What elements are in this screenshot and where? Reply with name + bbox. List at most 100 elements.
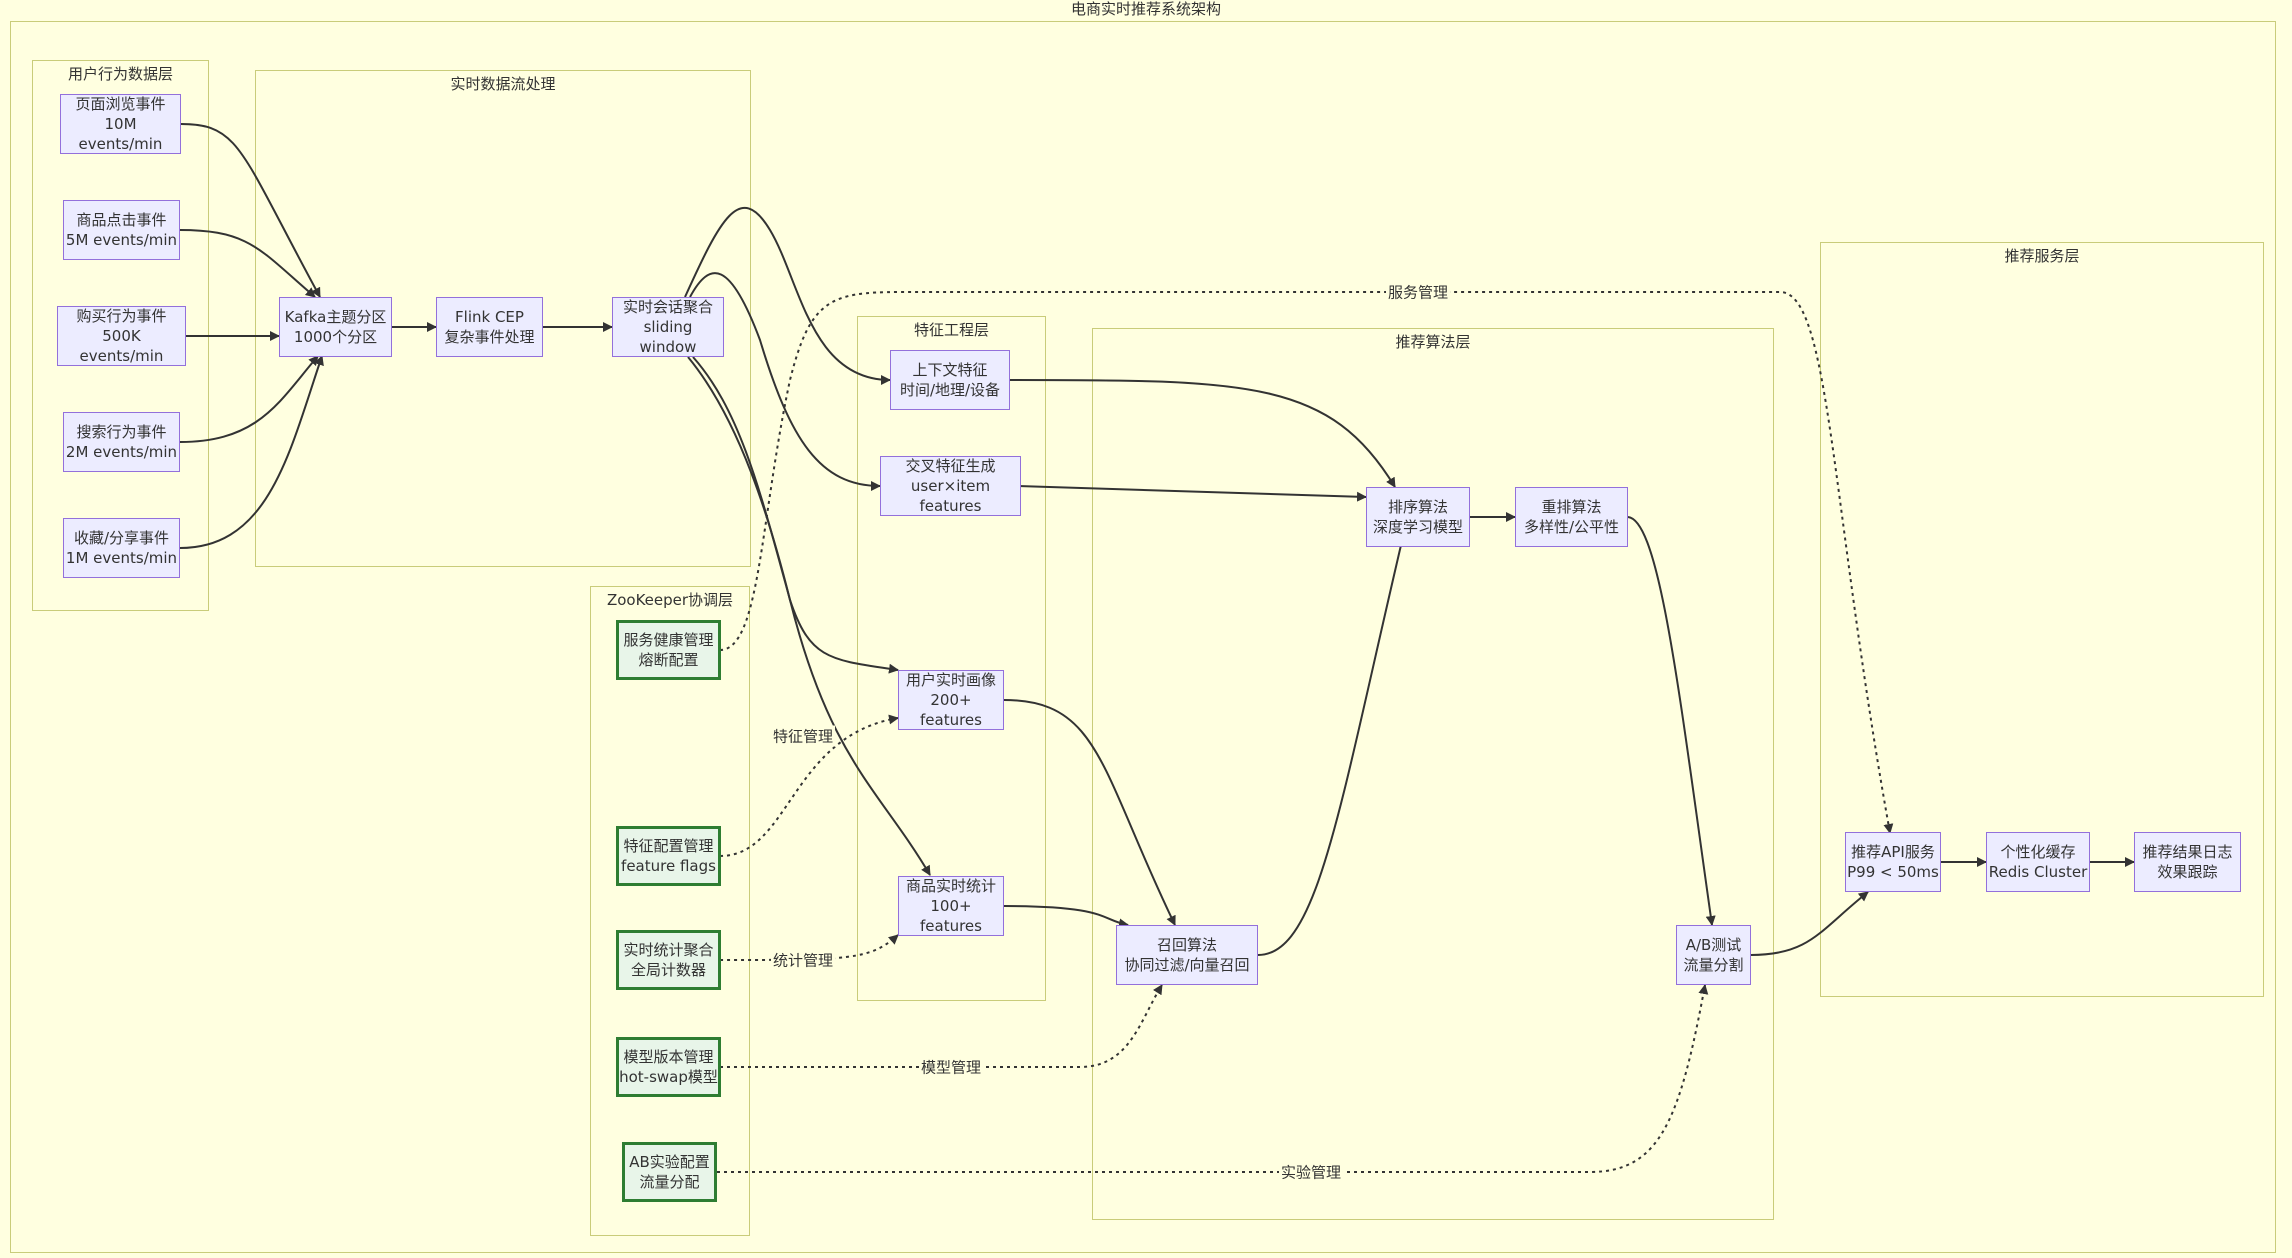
node-line: 5M events/min xyxy=(65,231,178,249)
node-line: P99 < 50ms xyxy=(1847,863,1939,881)
node-item-stats: 商品实时统计 100+ features xyxy=(898,876,1004,936)
edge-label-experiment: 实验管理 xyxy=(1278,1161,1344,1183)
node-zk-health: 服务健康管理熔断配置 xyxy=(616,620,721,680)
edge-browse-kafka xyxy=(180,123,321,298)
node-line: Kafka主题分区 xyxy=(284,308,387,326)
edge-stat-itemstat xyxy=(719,934,899,961)
cluster-label: 实时数据流处理 xyxy=(450,75,556,93)
node-zk-feature-config: 特征配置管理 feature flags xyxy=(616,826,721,886)
node-line: 实时会话聚合 xyxy=(622,298,713,316)
node-rec-api: 推荐API服务 P99 < 50ms xyxy=(1845,832,1941,892)
node-line: 购买行为事件 xyxy=(76,307,167,325)
edge-click-kafka xyxy=(179,229,316,298)
node-line: 500K events/min xyxy=(79,327,164,365)
node-line: 服务健康管理 xyxy=(623,631,714,649)
edge-ab-api xyxy=(1750,891,1869,956)
edge-ab-abtest xyxy=(717,984,1709,1173)
node-line: sliding window xyxy=(639,318,697,356)
cluster-label: ZooKeeper协调层 xyxy=(606,591,734,609)
edge-cross-rank xyxy=(1017,485,1367,502)
node-line: 2M events/min xyxy=(65,443,178,461)
edge-label-model: 模型管理 xyxy=(918,1056,984,1078)
node-line: 交叉特征生成 xyxy=(905,457,996,475)
node-page-browse: 页面浏览事件 10M events/min xyxy=(60,94,181,154)
edge-profile-recall xyxy=(1003,699,1176,926)
edge-session-ctx xyxy=(684,206,891,385)
cluster-label: 特征工程层 xyxy=(913,321,989,339)
node-line: 深度学习模型 xyxy=(1372,518,1463,536)
edge-search-kafka xyxy=(179,355,319,443)
diagram-title: 电商实时推荐系统架构 xyxy=(1070,0,1221,18)
node-line: AB实验配置 xyxy=(629,1153,710,1171)
node-line: 多样性/公平性 xyxy=(1523,518,1620,536)
cluster-service: 推荐服务层 xyxy=(1820,242,2264,997)
node-line: 1M events/min xyxy=(65,549,178,567)
node-line: 1000个分区 xyxy=(293,328,378,346)
node-line: 模型版本管理 xyxy=(623,1048,714,1066)
edge-itemstat-recall xyxy=(1003,905,1129,929)
node-kafka: Kafka主题分区 1000个分区 xyxy=(279,297,392,357)
node-line: 用户实时画像 xyxy=(905,671,996,689)
node-user-profile: 用户实时画像 200+ features xyxy=(898,670,1004,730)
node-line: Redis Cluster xyxy=(1988,863,2088,881)
node-favorite-share: 收藏/分享事件 1M events/min xyxy=(63,518,180,578)
node-reranking: 重排算法多样性/公平性 xyxy=(1515,487,1628,547)
edge-model-recall xyxy=(720,984,1163,1068)
node-line: feature flags xyxy=(621,857,716,875)
edge-ctx-rank xyxy=(1009,379,1396,488)
node-item-click: 商品点击事件 5M events/min xyxy=(63,200,180,260)
node-ab-test: A/B测试流量分割 xyxy=(1676,925,1751,985)
node-line: Flink CEP xyxy=(455,308,524,326)
node-line: 10M events/min xyxy=(78,115,163,153)
node-context-feature: 上下文特征时间/地理/设备 xyxy=(890,350,1010,410)
node-line: 全局计数器 xyxy=(630,961,706,979)
outer-frame xyxy=(10,21,2276,1253)
node-line: 推荐结果日志 xyxy=(2142,843,2233,861)
cluster-zookeeper: ZooKeeper协调层 xyxy=(590,586,750,1236)
node-line: 商品点击事件 xyxy=(76,211,167,229)
node-line: 实时统计聚合 xyxy=(623,941,714,959)
node-line: 推荐API服务 xyxy=(1851,843,1935,861)
node-zk-ab-config: AB实验配置流量分配 xyxy=(622,1142,717,1202)
node-recall: 召回算法协同过滤/向量召回 xyxy=(1116,925,1258,985)
node-line: 流量分割 xyxy=(1683,956,1744,974)
node-search: 搜索行为事件 2M events/min xyxy=(63,412,180,472)
node-line: 100+ features xyxy=(920,897,982,935)
node-line: 召回算法 xyxy=(1156,936,1217,954)
node-line: 收藏/分享事件 xyxy=(73,529,170,547)
cluster-label: 推荐算法层 xyxy=(1395,333,1471,351)
edge-session-cross xyxy=(689,272,881,491)
node-line: 页面浏览事件 xyxy=(75,95,166,113)
node-session-agg: 实时会话聚合 sliding window xyxy=(612,297,724,357)
edge-label-stat: 统计管理 xyxy=(770,949,836,971)
cluster-label: 用户行为数据层 xyxy=(67,65,173,83)
node-line: 个性化缓存 xyxy=(2000,843,2076,861)
node-line: 流量分配 xyxy=(639,1173,700,1191)
node-line: 排序算法 xyxy=(1387,498,1448,516)
node-line: 搜索行为事件 xyxy=(76,423,167,441)
node-line: user×item features xyxy=(910,477,991,515)
node-line: 200+ features xyxy=(920,691,982,729)
cluster-label: 推荐服务层 xyxy=(2004,247,2080,265)
edge-label-feature: 特征管理 xyxy=(770,725,836,747)
edge-label-service: 服务管理 xyxy=(1385,281,1451,303)
cluster-feature: 特征工程层 xyxy=(857,316,1046,1001)
node-zk-model-version: 模型版本管理 hot-swap模型 xyxy=(616,1037,721,1097)
node-line: hot-swap模型 xyxy=(619,1068,718,1086)
node-line: 效果跟踪 xyxy=(2157,863,2218,881)
edge-recall-rank xyxy=(1257,506,1413,956)
node-result-log: 推荐结果日志效果跟踪 xyxy=(2134,832,2241,892)
edge-session-itemstat xyxy=(692,356,931,876)
node-line: 上下文特征 xyxy=(912,361,988,379)
node-line: 特征配置管理 xyxy=(623,837,714,855)
node-cross-feature: 交叉特征生成 user×item features xyxy=(880,456,1021,516)
cluster-algorithm: 推荐算法层 xyxy=(1092,328,1774,1220)
node-line: 复杂事件处理 xyxy=(444,328,535,346)
node-purchase: 购买行为事件 500K events/min xyxy=(57,306,186,366)
edge-rerank-ab xyxy=(1627,516,1716,926)
node-zk-stat-agg: 实时统计聚合全局计数器 xyxy=(616,930,721,990)
node-line: 商品实时统计 xyxy=(905,877,996,895)
node-ranking: 排序算法深度学习模型 xyxy=(1366,487,1470,547)
